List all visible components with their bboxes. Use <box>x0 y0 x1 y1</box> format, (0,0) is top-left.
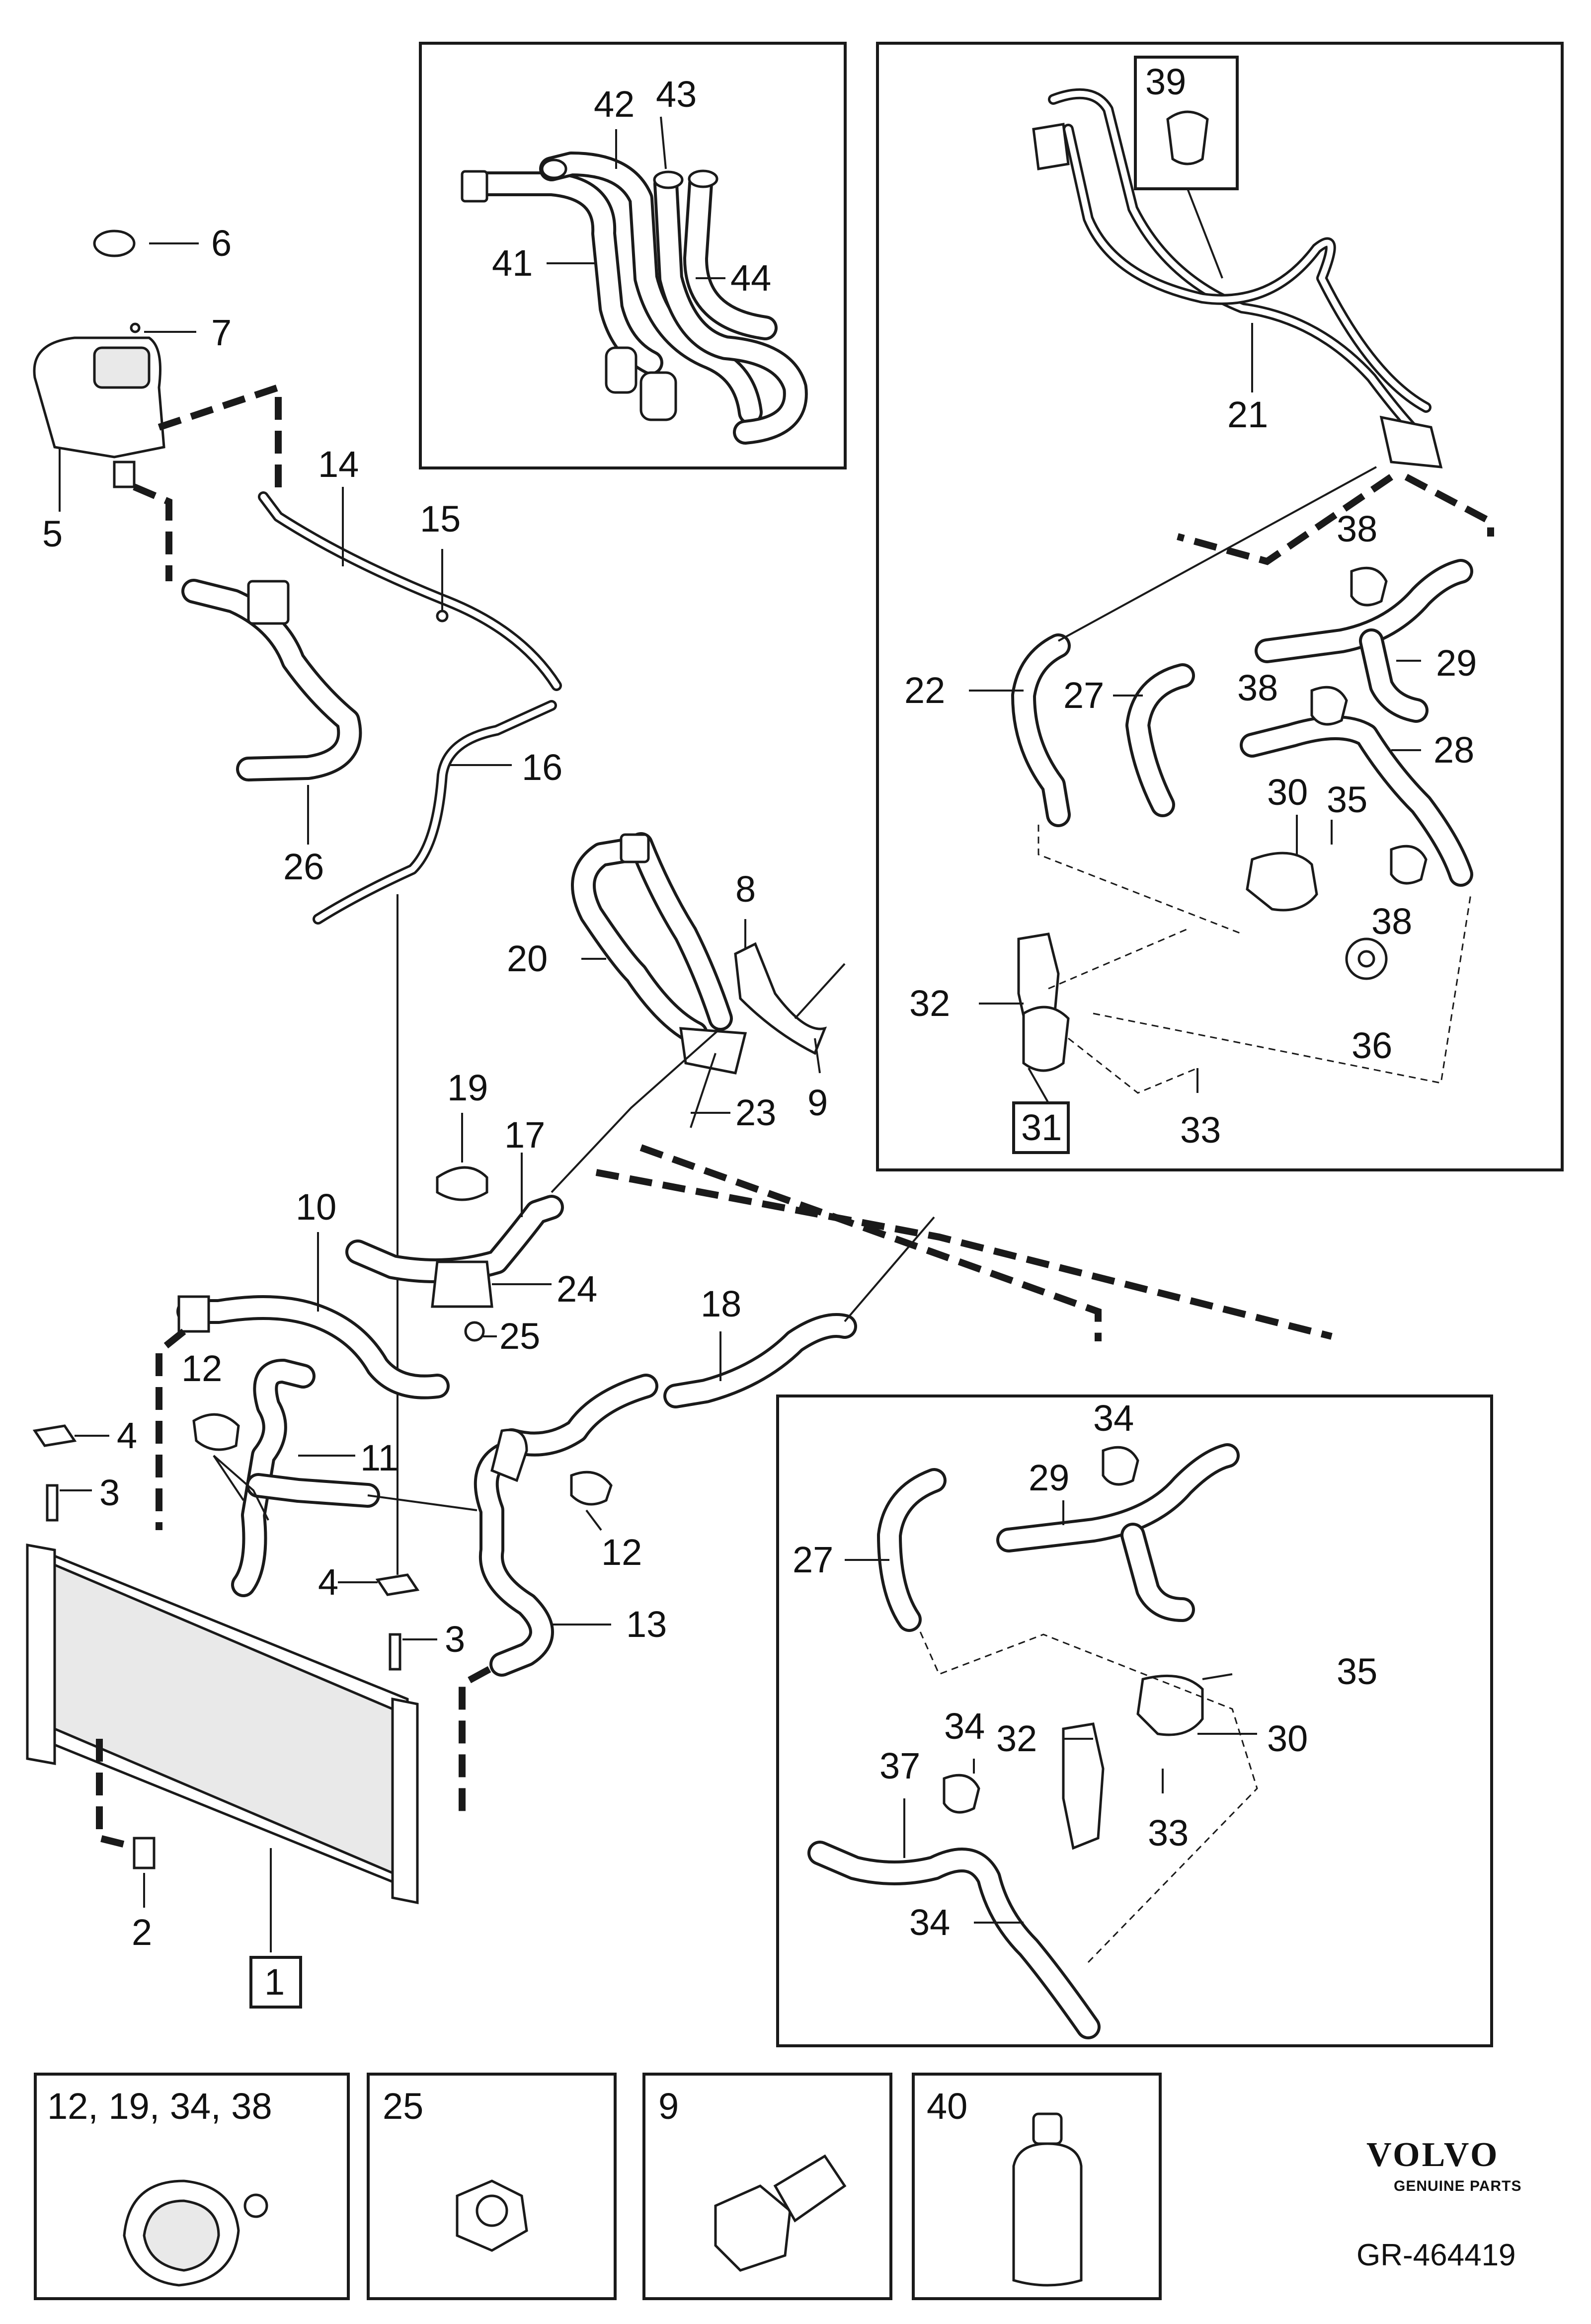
callout-35-top: 35 <box>1327 779 1367 820</box>
callout-30-top: 30 <box>1267 772 1308 813</box>
callout-38-low: 38 <box>1371 901 1412 942</box>
callout-7: 7 <box>211 312 232 353</box>
legend-label-clamp: 12, 19, 34, 38 <box>47 2086 272 2127</box>
legend-box-nut: 25 <box>367 2073 617 2300</box>
callout-9: 9 <box>807 1082 828 1123</box>
callout-1: 1 <box>264 1961 285 2003</box>
callout-26: 26 <box>283 846 324 887</box>
legend-label-nut: 25 <box>383 2086 423 2127</box>
callout-44: 44 <box>730 257 771 299</box>
legend-label-bolt: 9 <box>658 2086 679 2127</box>
callout-1-box <box>249 1956 302 2009</box>
callout-10: 10 <box>296 1186 336 1228</box>
inset-frame-variant-hoses <box>776 1394 1493 2047</box>
callout-33-top: 33 <box>1180 1109 1221 1151</box>
callout-31-box <box>1012 1101 1070 1154</box>
callout-12-right: 12 <box>601 1532 642 1573</box>
callout-17: 17 <box>504 1114 545 1156</box>
callout-28: 28 <box>1433 729 1474 771</box>
callout-3-left: 3 <box>99 1472 120 1513</box>
callout-5: 5 <box>42 513 63 554</box>
callout-35-bottom: 35 <box>1337 1651 1377 1692</box>
callout-42: 42 <box>594 83 635 125</box>
legend-box-clamp: 12, 19, 34, 38 <box>34 2073 350 2300</box>
callout-20: 20 <box>507 938 548 979</box>
callout-34-low: 34 <box>909 1902 950 1943</box>
callout-11: 11 <box>360 1437 398 1478</box>
coolant-bottle-icon <box>1012 2112 1083 2287</box>
callout-22: 22 <box>904 670 945 711</box>
diagram-reference: GR-464419 <box>1356 2238 1516 2272</box>
callout-39: 39 <box>1145 61 1186 102</box>
callout-6: 6 <box>211 223 232 264</box>
callout-14: 14 <box>318 444 359 485</box>
callout-27-bottom: 27 <box>793 1539 833 1580</box>
callout-34-mid: 34 <box>944 1705 985 1747</box>
callout-30-bottom: 30 <box>1267 1718 1308 1759</box>
heater-hoses-group <box>461 152 808 445</box>
callout-4-right: 4 <box>318 1561 338 1603</box>
callout-27-top: 27 <box>1063 675 1104 716</box>
callout-43: 43 <box>656 74 697 115</box>
callout-39-box <box>1134 56 1239 190</box>
callout-12-left: 12 <box>181 1348 222 1389</box>
callout-29-top: 29 <box>1436 642 1477 684</box>
callout-31: 31 <box>1021 1107 1062 1148</box>
callout-15: 15 <box>420 498 461 540</box>
callout-2: 2 <box>132 1912 152 1953</box>
volvo-logo: VOLVO <box>1366 2136 1499 2174</box>
legend-box-bolt: 9 <box>642 2073 892 2300</box>
callout-16: 16 <box>522 747 562 788</box>
legend-box-coolant: 40 <box>912 2073 1162 2300</box>
legend-label-coolant: 40 <box>927 2086 967 2127</box>
callout-8: 8 <box>735 868 756 910</box>
callout-37: 37 <box>879 1745 920 1786</box>
callout-33-bottom: 33 <box>1148 1812 1189 1854</box>
callout-29-bottom: 29 <box>1029 1457 1069 1498</box>
callout-18: 18 <box>701 1283 741 1324</box>
expansion-tank <box>33 230 165 488</box>
inset-frame-engine-hoses <box>876 42 1564 1171</box>
callout-24: 24 <box>557 1268 597 1310</box>
inset-frame-heater-hoses <box>419 42 847 469</box>
callout-34-top: 34 <box>1093 1397 1134 1439</box>
callout-23: 23 <box>735 1092 776 1133</box>
callout-32-bottom: 32 <box>996 1718 1037 1759</box>
hose-26-bracket <box>247 580 290 625</box>
callout-3-right: 3 <box>445 1619 465 1660</box>
callout-38-mid: 38 <box>1237 667 1278 708</box>
callout-19: 19 <box>447 1067 488 1108</box>
callout-25: 25 <box>499 1316 540 1357</box>
callout-36: 36 <box>1352 1025 1392 1066</box>
callout-21: 21 <box>1227 394 1268 435</box>
brand-subtitle: GENUINE PARTS <box>1394 2178 1521 2194</box>
callout-41: 41 <box>492 242 533 284</box>
callout-4-left: 4 <box>117 1415 137 1456</box>
nut-icon <box>456 2179 528 2252</box>
bolt-icon <box>714 2154 847 2272</box>
callout-32-top: 32 <box>909 983 950 1024</box>
hose-clamp-icon <box>123 2179 268 2287</box>
radiator <box>26 1544 419 1905</box>
callout-13: 13 <box>626 1604 667 1645</box>
callout-38-top: 38 <box>1337 508 1377 549</box>
